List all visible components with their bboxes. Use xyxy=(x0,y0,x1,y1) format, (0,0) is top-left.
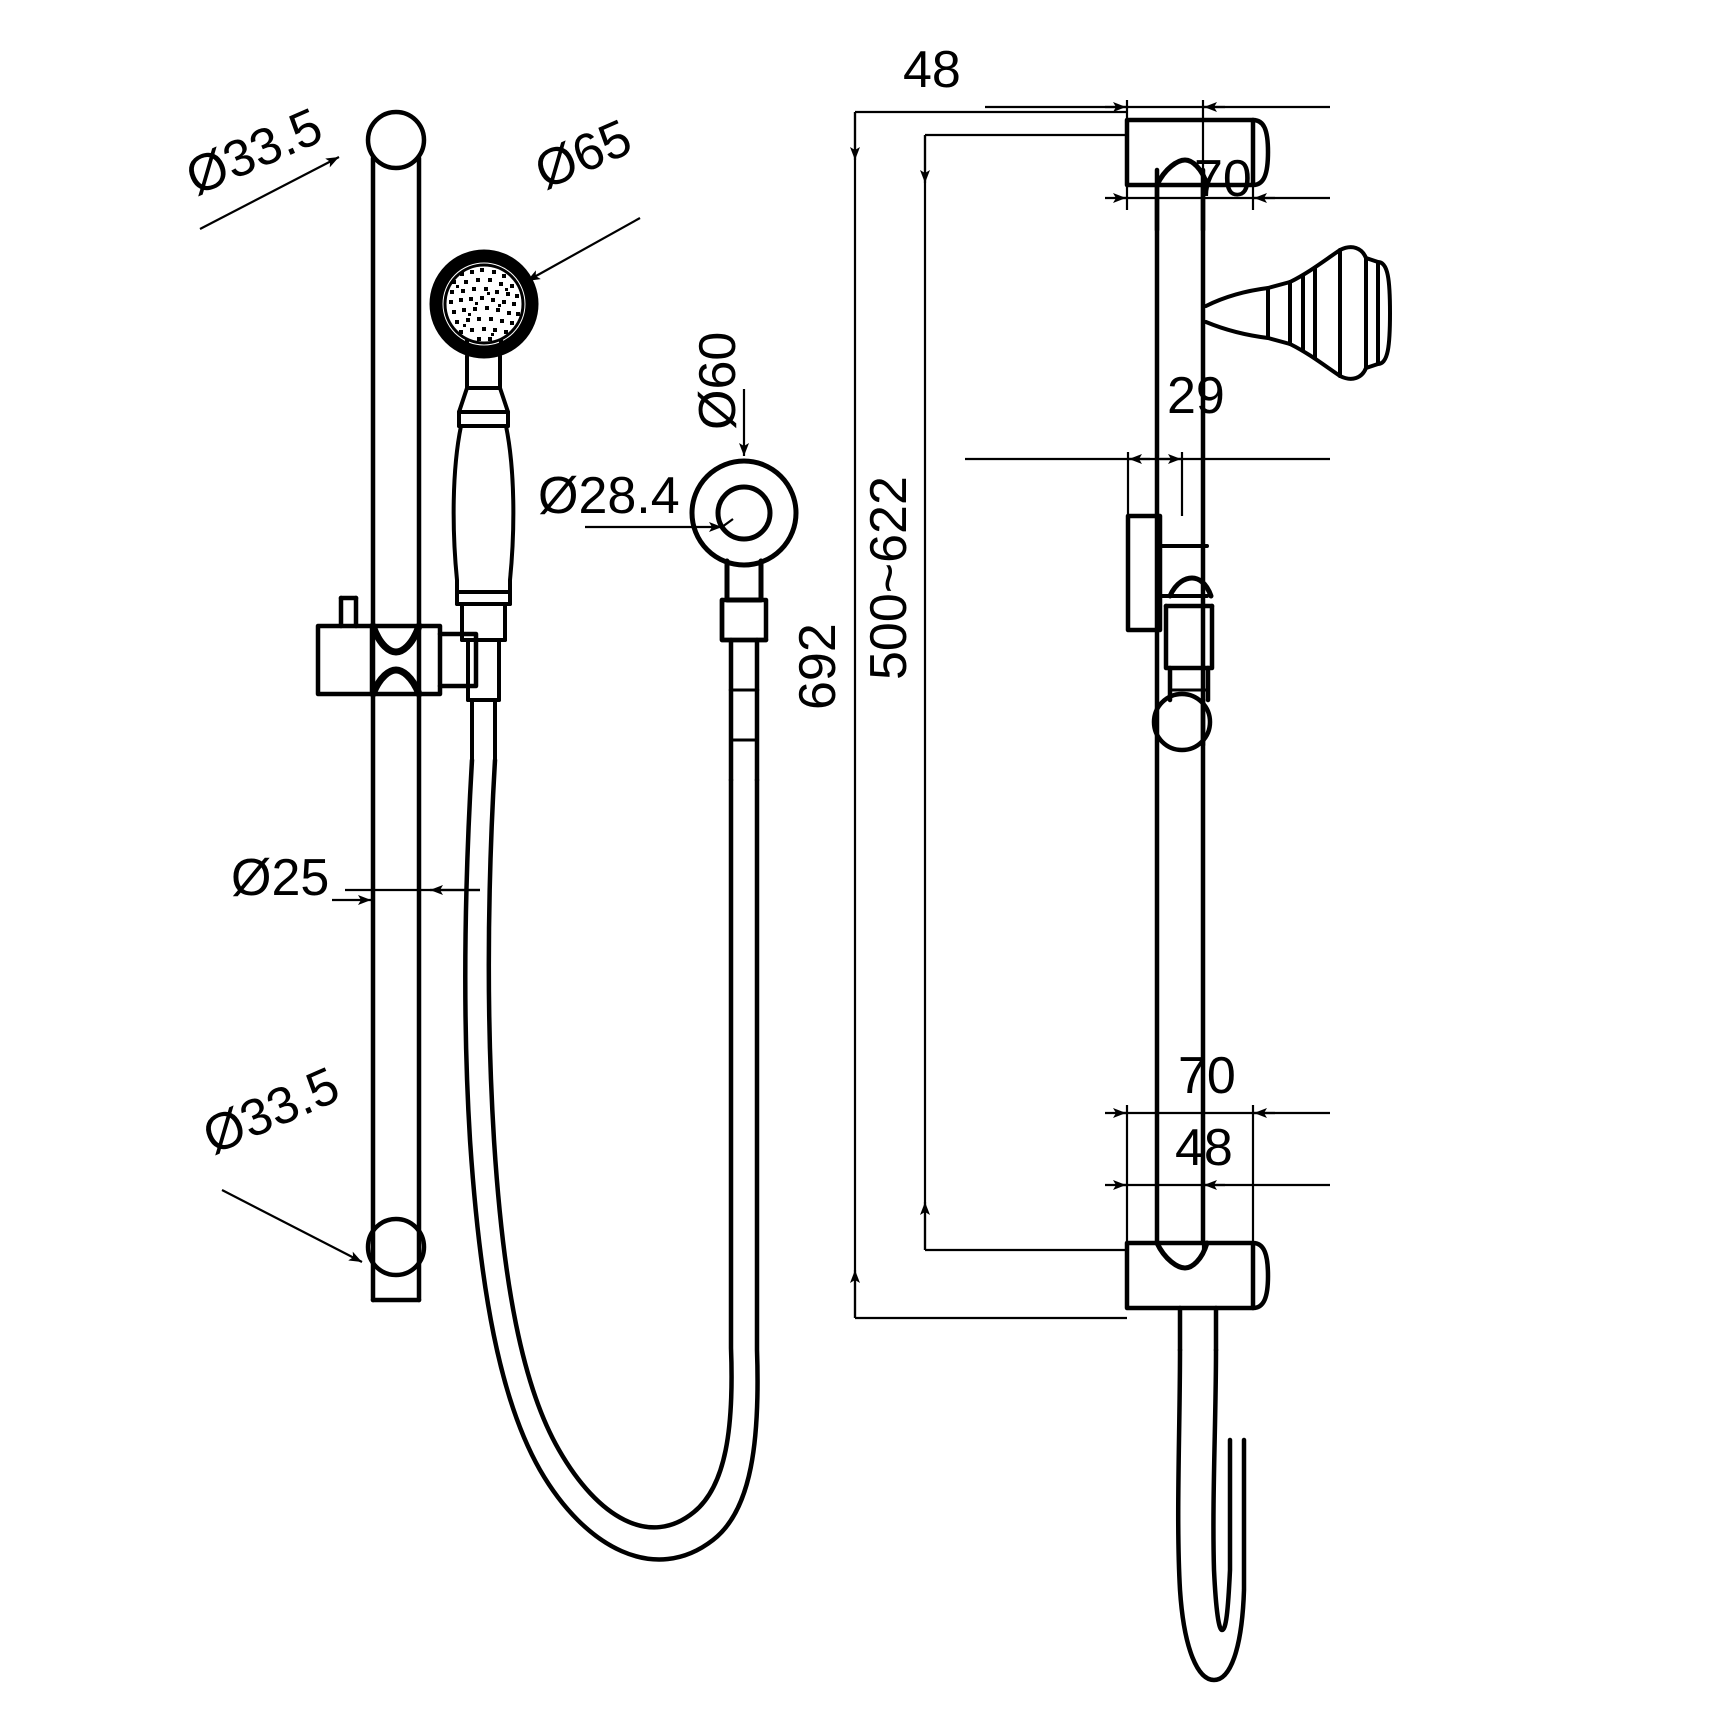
front-view xyxy=(315,109,799,1562)
dimline-bracket-offset-top xyxy=(985,100,1330,190)
side-view xyxy=(1124,117,1392,1683)
side-hose-right-edge xyxy=(1211,1347,1233,1633)
dim-overall-height: 692 xyxy=(789,623,847,710)
dim-wall-elbow-inner: Ø28.4 xyxy=(538,467,680,525)
rail-bottom-ball xyxy=(365,1216,427,1278)
shower-hose-inner-edge xyxy=(462,757,760,1562)
leader-shower-head-face xyxy=(526,217,641,282)
dimline-holder-projection xyxy=(965,452,1330,516)
side-wall-elbow xyxy=(1125,513,1215,703)
leader-rail-top-ball xyxy=(199,156,340,230)
dim-bracket-offset-bottom: 48 xyxy=(1175,1119,1233,1177)
dimline-overall-height xyxy=(850,110,1127,1320)
dim-rail-tube: Ø25 xyxy=(231,849,329,907)
rail-slider-holder xyxy=(315,595,479,698)
leader-rail-tube xyxy=(332,885,480,905)
wall-elbow-front xyxy=(689,458,799,783)
front-view-dimensions xyxy=(199,156,749,1263)
dim-adjustable-range: 500~622 xyxy=(860,476,918,680)
dimension-labels: Ø33.5 Ø65 Ø60 Ø28.4 Ø25 Ø33.5 48 70 29 6… xyxy=(178,41,1252,1177)
dim-bracket-width-top: 70 xyxy=(1194,150,1252,208)
spray-face-holes xyxy=(449,268,520,351)
side-hose-left-edge xyxy=(1175,1347,1247,1683)
handshower-front xyxy=(429,249,539,762)
side-view-dimensions xyxy=(850,100,1330,1320)
leader-rail-bottom-ball xyxy=(221,1189,363,1263)
dimline-bracket-width-bottom xyxy=(1105,1105,1330,1250)
dim-wall-elbow-outer: Ø60 xyxy=(689,332,747,430)
bottom-wall-bracket xyxy=(1124,1240,1271,1353)
dim-bracket-width-bottom: 70 xyxy=(1178,1047,1236,1105)
dimline-adjustable-range xyxy=(920,133,1127,1252)
dim-bracket-offset-top: 48 xyxy=(903,41,961,99)
shower-hose-outer-edge xyxy=(486,757,734,1530)
dimline-bracket-width-top xyxy=(1105,130,1330,210)
side-handshower-head xyxy=(1204,245,1392,381)
dim-holder-projection: 29 xyxy=(1167,367,1225,425)
leader-wall-elbow-inner xyxy=(585,518,734,532)
dimline-bracket-offset-bottom xyxy=(1105,1105,1330,1250)
rail-top-ball xyxy=(365,109,427,171)
side-slider-ball xyxy=(1151,691,1213,753)
